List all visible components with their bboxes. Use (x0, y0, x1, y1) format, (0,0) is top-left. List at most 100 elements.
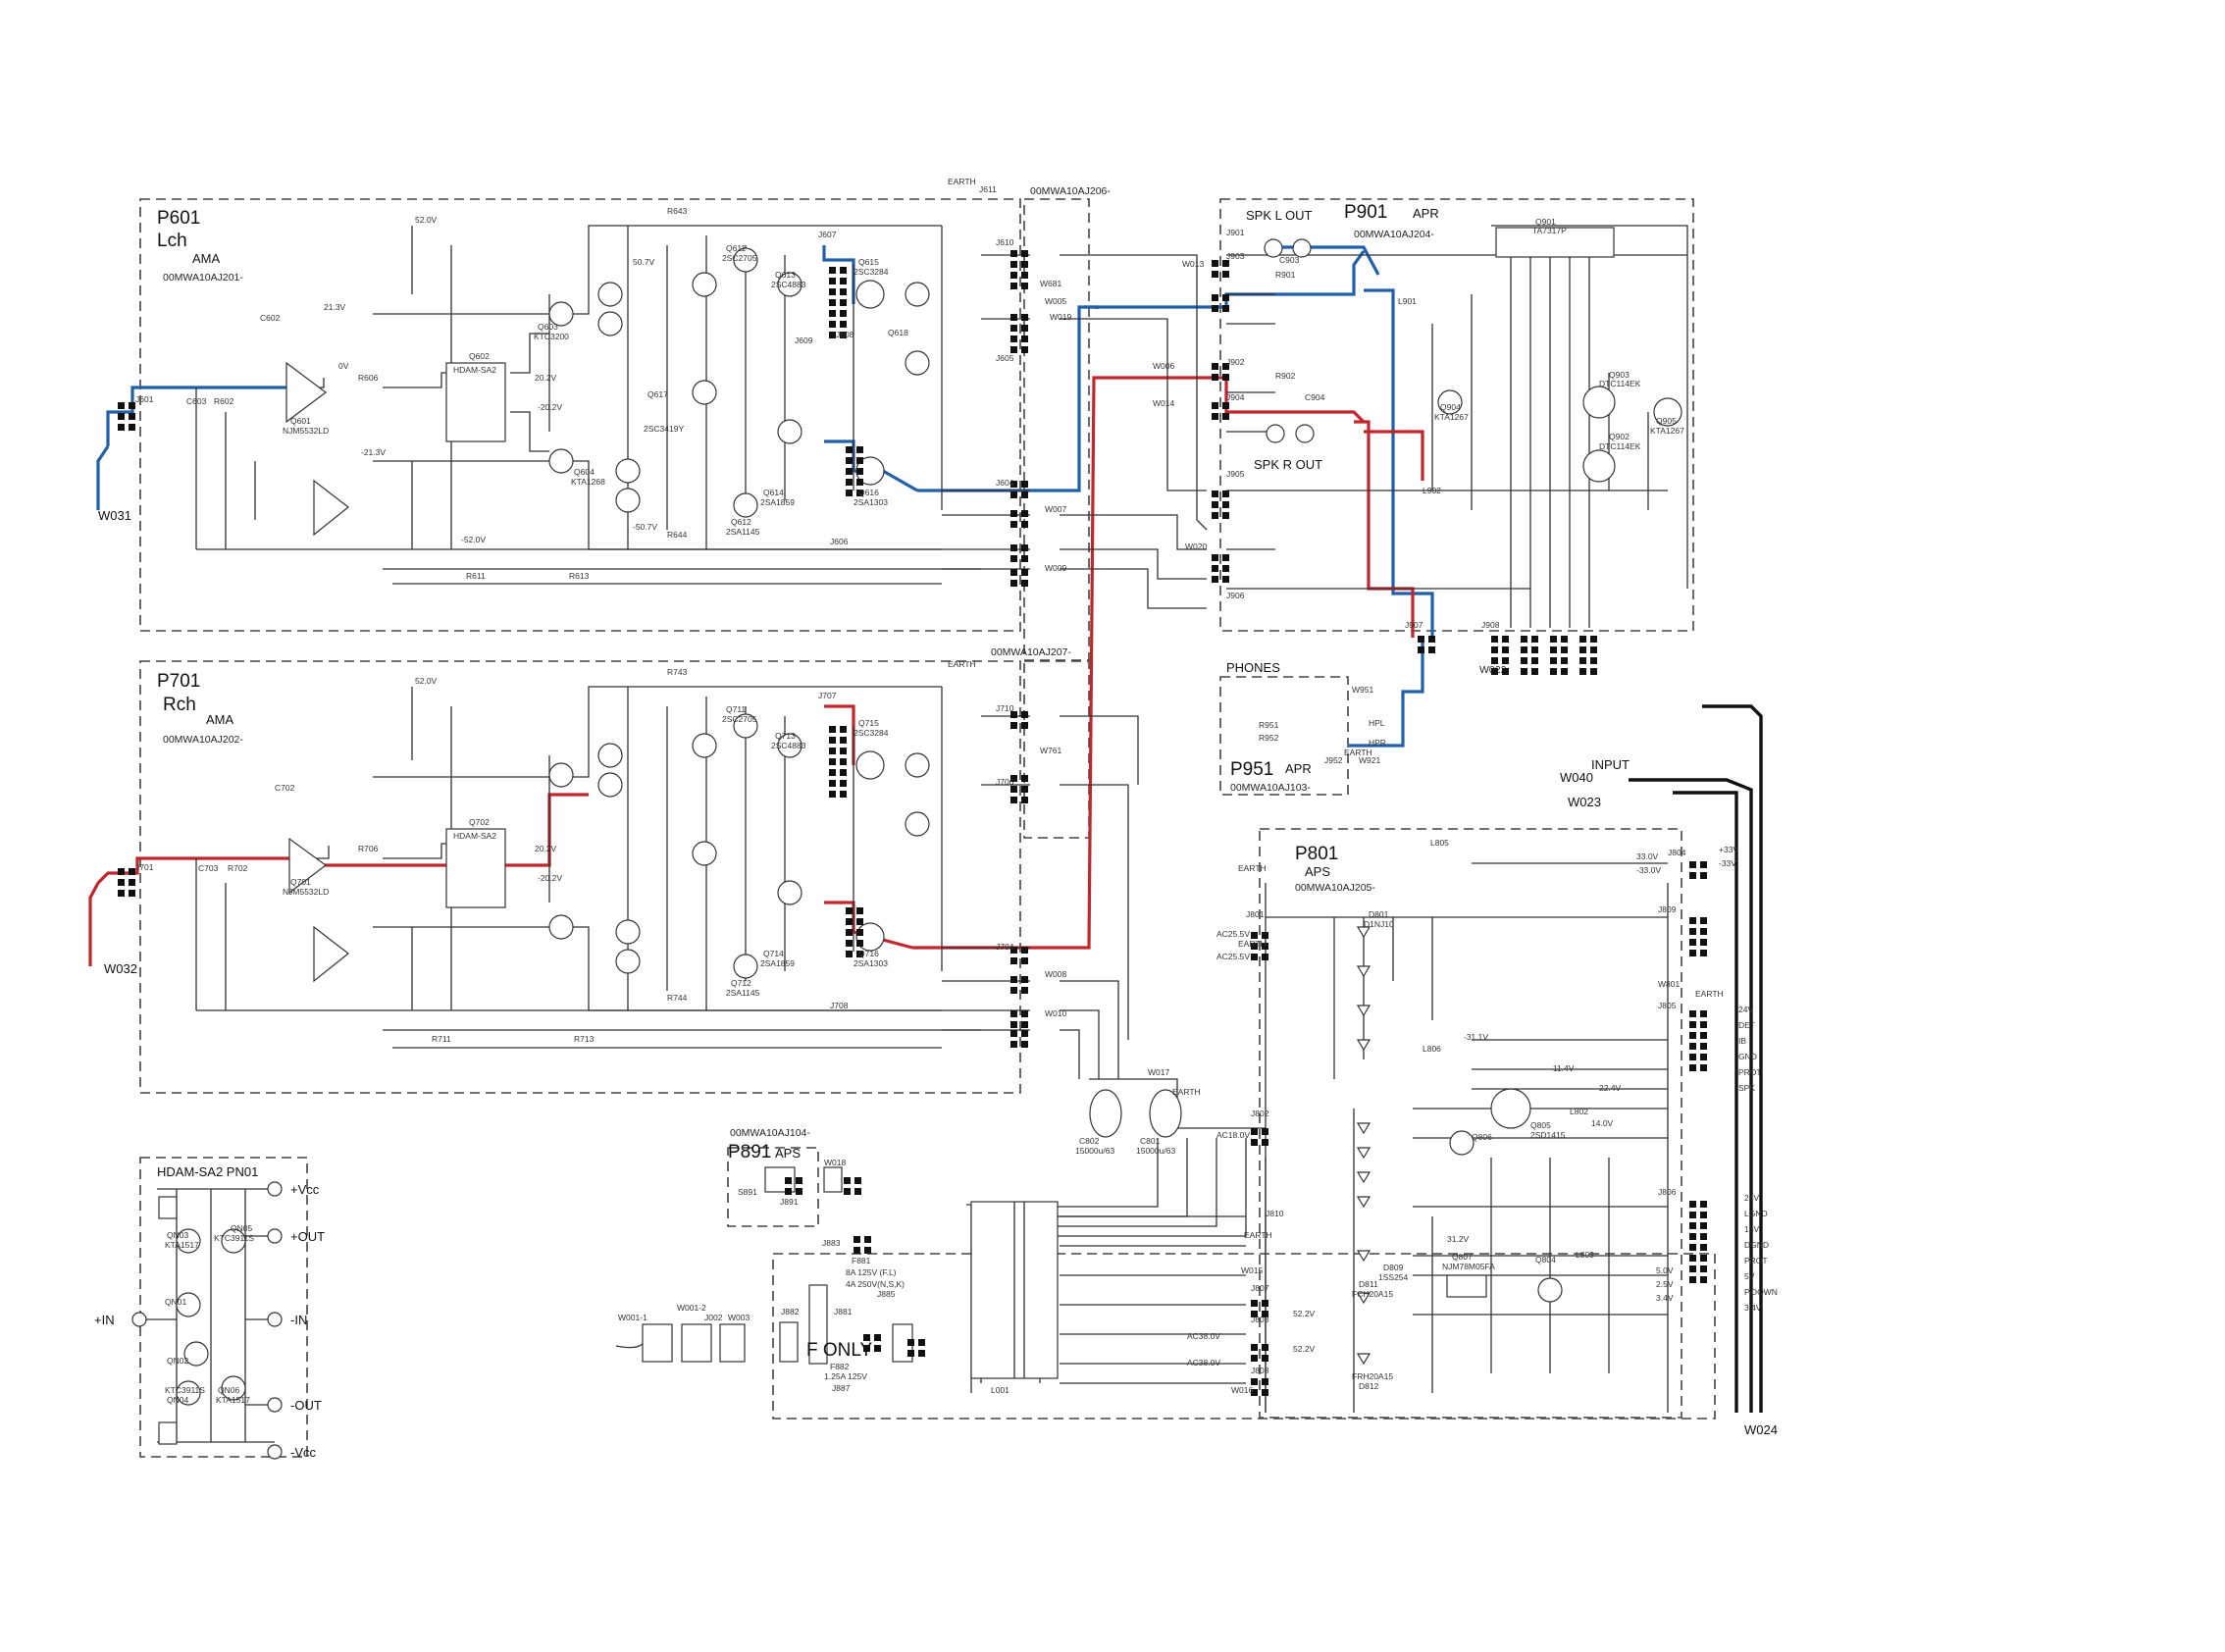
label-c904: C904 (1305, 392, 1325, 402)
label-j882: J882 (781, 1307, 800, 1316)
hdam-subcircuit: QN03 KTA1517 QN05 KTC3911S QN01 QN02 KTC… (131, 1181, 283, 1460)
connector-pin (844, 1177, 851, 1184)
connector-pin (1021, 947, 1028, 954)
label-q702: Q702 (469, 817, 490, 827)
connector-pin (856, 468, 863, 475)
connector-pin (1491, 646, 1498, 653)
label-q602: Q602 (469, 351, 490, 361)
label-sa1145-612: 2SA1145 (726, 527, 760, 537)
connector-pin (1222, 294, 1229, 301)
label-q601: Q601 (290, 416, 311, 426)
connector-pin (1251, 1355, 1258, 1362)
label-w019: W019 (1050, 312, 1071, 322)
in-ib: IB (1738, 1036, 1746, 1046)
connector-pin (907, 1350, 914, 1357)
label-m507v-l: -50.7V (633, 522, 657, 532)
label-c602: C602 (260, 313, 281, 323)
label-j803: J803 (1251, 1315, 1269, 1324)
label-j708: J708 (830, 1001, 849, 1010)
connector-pin (918, 1339, 925, 1346)
hdam-pin-vcc-pos: +Vcc (290, 1182, 320, 1197)
label-q614: Q614 (763, 488, 784, 497)
label-ac255-a: AC25.5V (1216, 929, 1250, 939)
label-q716: Q716 (858, 949, 879, 958)
out-prot: PROT (1744, 1256, 1768, 1265)
label-r743: R743 (667, 667, 688, 677)
label-r606: R606 (358, 373, 379, 383)
connector-pin (1212, 554, 1218, 561)
connector-pin (1010, 775, 1017, 782)
p901-wiring (1226, 225, 1688, 628)
p601-channel: Lch (157, 231, 187, 251)
connector-pin (1222, 413, 1229, 420)
connector-pin (1262, 1300, 1268, 1307)
connector-pin (1021, 797, 1028, 803)
label-m213v-l: -21.3V (361, 447, 386, 457)
input-cable-w023 (1673, 791, 1738, 1413)
label-ktc3911s-05: KTC3911S (214, 1233, 254, 1243)
connector-pin (1010, 569, 1017, 576)
opamp-q601 (285, 361, 327, 424)
connector-pin (1550, 657, 1557, 664)
label-sc4883-713: 2SC4883 (771, 741, 806, 750)
label-sa1303-616: 2SA1303 (854, 497, 888, 507)
label-frh20a15: FRH20A15 (1352, 1371, 1393, 1381)
connector-pin (1700, 928, 1707, 935)
connector-pin (129, 890, 135, 897)
connector-pin (1021, 481, 1028, 488)
label-33v: 33.0V (1636, 852, 1659, 861)
connector-pin (1021, 346, 1028, 353)
connector-pin (1700, 950, 1707, 956)
connector-pin (1502, 668, 1509, 675)
label-j807: J807 (1251, 1283, 1269, 1293)
label-sc3284-615: 2SC3284 (854, 267, 889, 277)
label-j806: J806 (1658, 1187, 1677, 1197)
label-j810: J810 (1266, 1209, 1284, 1218)
connector-pin (1021, 491, 1028, 498)
p901-labels: Q901 TA7317P L901 L902 R902 R901 C903 C9… (1275, 217, 1684, 495)
label-sc4883-613: 2SC4883 (771, 280, 806, 289)
connector-pin (1689, 1212, 1696, 1218)
connector-pin (1251, 1311, 1258, 1317)
connector-pin (1021, 555, 1028, 562)
connector-pin (1418, 646, 1424, 653)
label-q713: Q713 (775, 731, 796, 741)
connector-pin (1689, 1032, 1696, 1039)
connector-pin (1689, 939, 1696, 946)
connector-pin (1700, 1222, 1707, 1229)
label-j606: J606 (830, 537, 849, 546)
connector-pin (1689, 1201, 1696, 1208)
connector-pin (1491, 636, 1498, 643)
label-20v-r: 20.2V (535, 844, 557, 853)
connector-pin (829, 321, 836, 328)
block-psu-lower (772, 1253, 1716, 1420)
label-r644: R644 (667, 530, 688, 540)
connector-pin (1212, 402, 1218, 409)
connector-pin (918, 1350, 925, 1357)
in-24v: 24V (1738, 1005, 1753, 1014)
label-q901: Q901 (1535, 217, 1556, 227)
label-njm78: NJM78M05FA (1442, 1262, 1495, 1271)
connector-pin (1531, 657, 1538, 664)
connector-pin (1212, 576, 1218, 583)
connector-pin (1010, 987, 1017, 994)
block-p901 (1219, 198, 1694, 632)
earth-label-7: EARTH (1344, 748, 1372, 757)
connector-pin (1021, 272, 1028, 279)
aj207-part-no: 00MWA10AJ207- (991, 646, 1071, 658)
connector-pin (1010, 481, 1017, 488)
connector-pin (1010, 261, 1017, 268)
connector-pin (829, 726, 836, 733)
connector-pin (1010, 521, 1017, 528)
label-5v: 5.0V (1656, 1265, 1674, 1275)
label-fch20a15: FCH20A15 (1352, 1289, 1393, 1299)
connector-pin (864, 1247, 871, 1254)
earth-label-4: EARTH (1238, 939, 1267, 949)
label-sa1859-614: 2SA1859 (760, 497, 795, 507)
connector-pin (1251, 1139, 1258, 1146)
earth-labels: EARTH EARTH EARTH EARTH EARTH EARTH EART… (948, 177, 1724, 1240)
connector-pin (1021, 521, 1028, 528)
connector-pin (829, 288, 836, 295)
in-prot: PROT (1738, 1067, 1762, 1077)
p891-part-no: 00MWA10AJ104- (730, 1127, 810, 1139)
